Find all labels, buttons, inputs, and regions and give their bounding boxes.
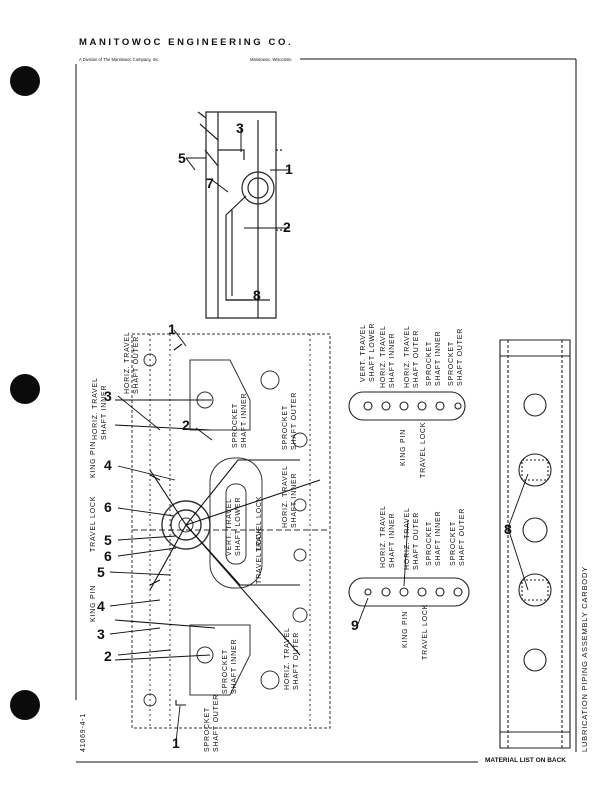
- location-text: Manitowoc, Wisconsin: [250, 57, 292, 62]
- label-horiz-travel-lower-b: HORIZ. TRAVEL: [404, 507, 411, 570]
- label-horiz-travel-a: HORIZ. TRAVEL: [92, 377, 99, 440]
- label-shaft-inner-center: SHAFT INNER: [291, 472, 298, 528]
- carbody-end-view: [499, 339, 571, 749]
- callout-1-top: 1: [168, 321, 176, 337]
- label-shaft-outer-bottom-left: SHAFT OUTER: [213, 693, 220, 752]
- label-shaft-inner-mid-left: SHAFT INNER: [231, 638, 238, 694]
- manifold-block-four-port: [348, 391, 466, 421]
- label-sprocket-manifold-b: SPROCKET: [448, 341, 455, 386]
- callout-7-side: 7: [206, 175, 214, 191]
- label-shaft-outer-lower-b: SHAFT OUTER: [413, 511, 420, 570]
- label-shaft-inner-lower-sprocket: SHAFT INNER: [435, 510, 442, 566]
- label-shaft-lower-center: SHAFT LOWER: [235, 496, 242, 556]
- label-shaft-outer-manifold-sprocket: SHAFT OUTER: [457, 327, 464, 386]
- callout-numbers: 1 2 3 5 7 8 1 3 2 4 6 5 6 5 4 3 2 1 9 8: [97, 120, 512, 751]
- callout-8-side: 8: [253, 287, 261, 303]
- callout-6-top: 6: [104, 499, 112, 515]
- drawing-title: LUBRICATION PIPING ASSEMBLY CARBODY: [580, 566, 589, 752]
- callout-5-bottom: 5: [97, 564, 105, 580]
- label-sprocket-manifold-a: SPROCKET: [426, 341, 433, 386]
- label-shaft-inner-manifold-a: SHAFT INNER: [389, 332, 396, 388]
- callout-2-top: 2: [182, 417, 190, 433]
- callout-2-bottom: 2: [104, 648, 112, 664]
- callout-2-side: 2: [283, 219, 291, 235]
- label-shaft-lower-manifold: SHAFT LOWER: [369, 322, 376, 382]
- callout-9: 9: [351, 617, 359, 633]
- label-travel-lock-left: TRAVEL LOCK: [90, 495, 97, 552]
- callout-4-top: 4: [104, 457, 112, 473]
- label-king-pin-manifold: KING PIN: [400, 428, 407, 466]
- callout-3-bottom: 3: [97, 626, 105, 642]
- label-sprocket-bottom-left: SPROCKET: [204, 707, 211, 752]
- label-king-pin-top: KING PIN: [90, 440, 97, 478]
- drawing-number: 41069-4-1: [80, 712, 87, 752]
- division-text: A Division of The Manitowoc Company, Inc…: [79, 57, 160, 62]
- label-sprocket-mid-left: SPROCKET: [222, 649, 229, 694]
- material-list-note: MATERIAL LIST ON BACK: [485, 757, 567, 764]
- label-sprocket-lower-a: SPROCKET: [426, 521, 433, 566]
- callout-8-end: 8: [504, 521, 512, 537]
- callout-1-side: 1: [285, 161, 293, 177]
- label-shaft-inner-top: SHAFT INNER: [241, 392, 248, 448]
- callout-3-side: 3: [236, 120, 244, 136]
- label-shaft-outer-manifold-b: SHAFT OUTER: [413, 329, 420, 388]
- label-horiz-travel-manifold-a: HORIZ. TRAVEL: [380, 325, 387, 388]
- company-name: MANITOWOC ENGINEERING CO.: [79, 37, 294, 48]
- label-king-pin-left: KING PIN: [90, 584, 97, 622]
- carbody-side-view: [197, 111, 282, 319]
- label-shaft-outer-top-right: SHAFT OUTER: [291, 391, 298, 450]
- label-travel-lock-lower: TRAVEL LOCK: [422, 603, 429, 660]
- callout-5-top: 5: [104, 532, 112, 548]
- label-shaft-outer-lower-sprocket: SHAFT OUTER: [459, 507, 466, 566]
- label-shaft-outer-bottom: SHAFT OUTER: [293, 631, 300, 690]
- callout-1-bottom: 1: [172, 735, 180, 751]
- label-vert-travel-center: VERT. TRAVEL: [226, 498, 233, 556]
- label-shaft-inner-manifold-sprocket: SHAFT INNER: [435, 330, 442, 386]
- manifold-block-five-port: [348, 577, 470, 607]
- callout-3-top: 3: [104, 388, 112, 404]
- label-sprocket-top-right: SPROCKET: [282, 405, 289, 450]
- callout-6-bottom: 6: [104, 548, 112, 564]
- punch-hole-middle: [10, 374, 40, 404]
- label-vert-travel-manifold: VERT. TRAVEL: [360, 324, 367, 382]
- label-horiz-travel-bottom: HORIZ. TRAVEL: [284, 627, 291, 690]
- label-travel-lock-bottom: TRAVEL LOCK: [256, 527, 263, 584]
- label-shaft-inner-a: SHAFT INNER: [101, 384, 108, 440]
- punch-hole-top: [10, 66, 40, 96]
- label-travel-lock-manifold: TRAVEL LOCK: [420, 421, 427, 478]
- label-horiz-travel-lower-a: HORIZ. TRAVEL: [380, 505, 387, 568]
- label-sprocket-lower-b: SPROCKET: [450, 521, 457, 566]
- label-horiz-travel-center: HORIZ. TRAVEL: [282, 465, 289, 528]
- callout-4-bottom: 4: [97, 598, 105, 614]
- label-sprocket-top: SPROCKET: [232, 403, 239, 448]
- label-shaft-inner-lower-a: SHAFT INNER: [389, 512, 396, 568]
- label-shaft-outer-b: SHAFT OUTER: [133, 335, 140, 394]
- label-horiz-travel-manifold-b: HORIZ. TRAVEL: [404, 325, 411, 388]
- label-horiz-travel-b: HORIZ. TRAVEL: [124, 331, 131, 394]
- label-king-pin-lower: KING PIN: [402, 610, 409, 648]
- punch-hole-bottom: [10, 690, 40, 720]
- callout-5-side: 5: [178, 150, 186, 166]
